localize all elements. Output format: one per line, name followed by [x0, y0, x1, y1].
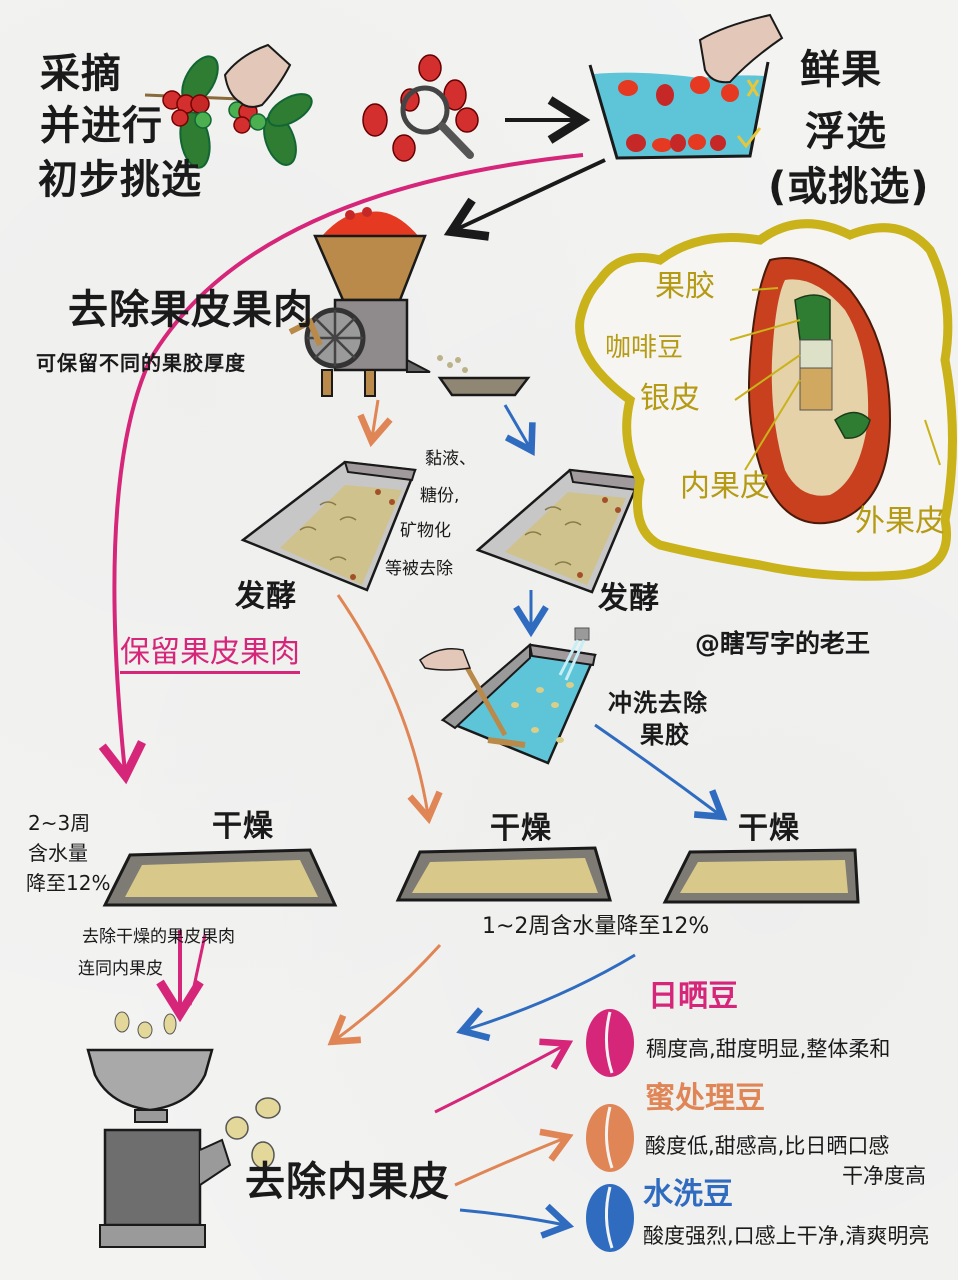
- huller-machine-icon: [86, 1011, 281, 1248]
- natural-drying-note-3: 降至12%: [26, 871, 111, 895]
- drying-label-honey: 干燥: [490, 811, 552, 846]
- pulper-machine-icon: [288, 207, 531, 397]
- mucilage-note-3: 矿物化: [400, 521, 451, 541]
- washed-arrow-1: [503, 404, 536, 456]
- result-honey-name: 蜜处理豆: [645, 1081, 765, 1116]
- anatomy-label-parchment: 内果皮: [680, 469, 770, 504]
- washed-result-arrow: [459, 1203, 575, 1239]
- magnifier-inspection-icon: [362, 54, 479, 162]
- result-washed-desc: 酸度强烈,口感上干净,清爽明亮: [643, 1224, 930, 1248]
- harvest-label-line1: 采摘: [40, 51, 122, 97]
- anatomy-label-bean: 咖啡豆: [605, 333, 684, 363]
- fermentation-right-label: 发酵: [598, 581, 660, 616]
- float-sort-line2: 浮选: [805, 109, 887, 155]
- natural-result-arrow: [434, 1038, 574, 1114]
- arrow-to-pulper: [443, 158, 606, 241]
- natural-drying-note-1: 2~3周: [28, 811, 91, 835]
- anatomy-label-mucilage: 果胶: [655, 269, 715, 304]
- natural-drying-note-2: 含水量: [28, 841, 88, 865]
- result-natural-desc: 稠度高,甜度明显,整体柔和: [646, 1037, 891, 1061]
- washed-bean-icon: [586, 1184, 634, 1252]
- drying-bed-honey-icon: [395, 846, 612, 902]
- drying-bed-washed-icon: [662, 848, 860, 904]
- washing-label-line1: 冲洗去除: [608, 689, 708, 717]
- hulling-title: 去除内果皮: [245, 1159, 450, 1205]
- fermentation-left-label: 发酵: [235, 579, 297, 614]
- cherry-anatomy-callout: [575, 219, 957, 581]
- drying-duration-note: 1~2周含水量降至12%: [482, 914, 710, 939]
- fermentation-tray-left-icon: [240, 460, 417, 592]
- result-washed-name: 水洗豆: [643, 1177, 733, 1212]
- anatomy-label-skin: 外果皮: [855, 504, 945, 539]
- natural-bean-icon: [586, 1009, 634, 1077]
- pulping-title: 去除果皮果肉: [68, 287, 314, 333]
- washed-hulling-arrow: [456, 953, 636, 1042]
- result-honey-desc-2: 干净度高: [842, 1164, 926, 1188]
- drying-label-natural: 干燥: [212, 809, 274, 844]
- hulling-note-2: 连同内果皮: [78, 959, 163, 979]
- anatomy-label-silverskin: 银皮: [640, 381, 700, 416]
- keep-pulp-label: 保留果皮果肉: [120, 636, 300, 674]
- washing-tray-icon: [418, 627, 597, 765]
- result-natural-name: 日晒豆: [648, 979, 738, 1014]
- mucilage-note-4: 等被去除: [385, 559, 453, 579]
- author-watermark: @瞎写字的老王: [695, 629, 871, 658]
- float-sort-line1: 鲜果: [800, 47, 882, 93]
- washing-label-line2: 果胶: [640, 721, 690, 749]
- float-sort-line3: (或挑选): [768, 164, 930, 210]
- mucilage-note-1: 黏液、: [425, 449, 476, 469]
- fermentation-tray-right-icon: [475, 468, 642, 594]
- honey-bean-icon: [586, 1104, 634, 1172]
- result-honey-desc: 酸度低,甜感高,比日晒口感: [645, 1134, 890, 1158]
- drying-bed-natural-icon: [102, 848, 338, 907]
- coffee-branch-icon: [144, 43, 313, 169]
- mucilage-note-2: 糖份,: [420, 486, 460, 506]
- natural-process-arrow: [98, 153, 584, 785]
- harvest-label-line2: 并进行: [40, 103, 163, 149]
- honey-result-arrow: [454, 1128, 574, 1187]
- washed-arrow-3: [594, 723, 728, 821]
- honey-arrow-1: [357, 399, 393, 448]
- pulping-note: 可保留不同的果胶厚度: [36, 351, 246, 375]
- honey-hulling-arrow: [327, 943, 442, 1046]
- harvest-label-line3: 初步挑选: [38, 157, 202, 203]
- hulling-note-1: 去除干燥的果皮果肉: [82, 927, 235, 947]
- honey-arrow-2: [336, 594, 443, 825]
- drying-label-washed: 干燥: [738, 811, 800, 846]
- float-basin-icon: [588, 13, 784, 160]
